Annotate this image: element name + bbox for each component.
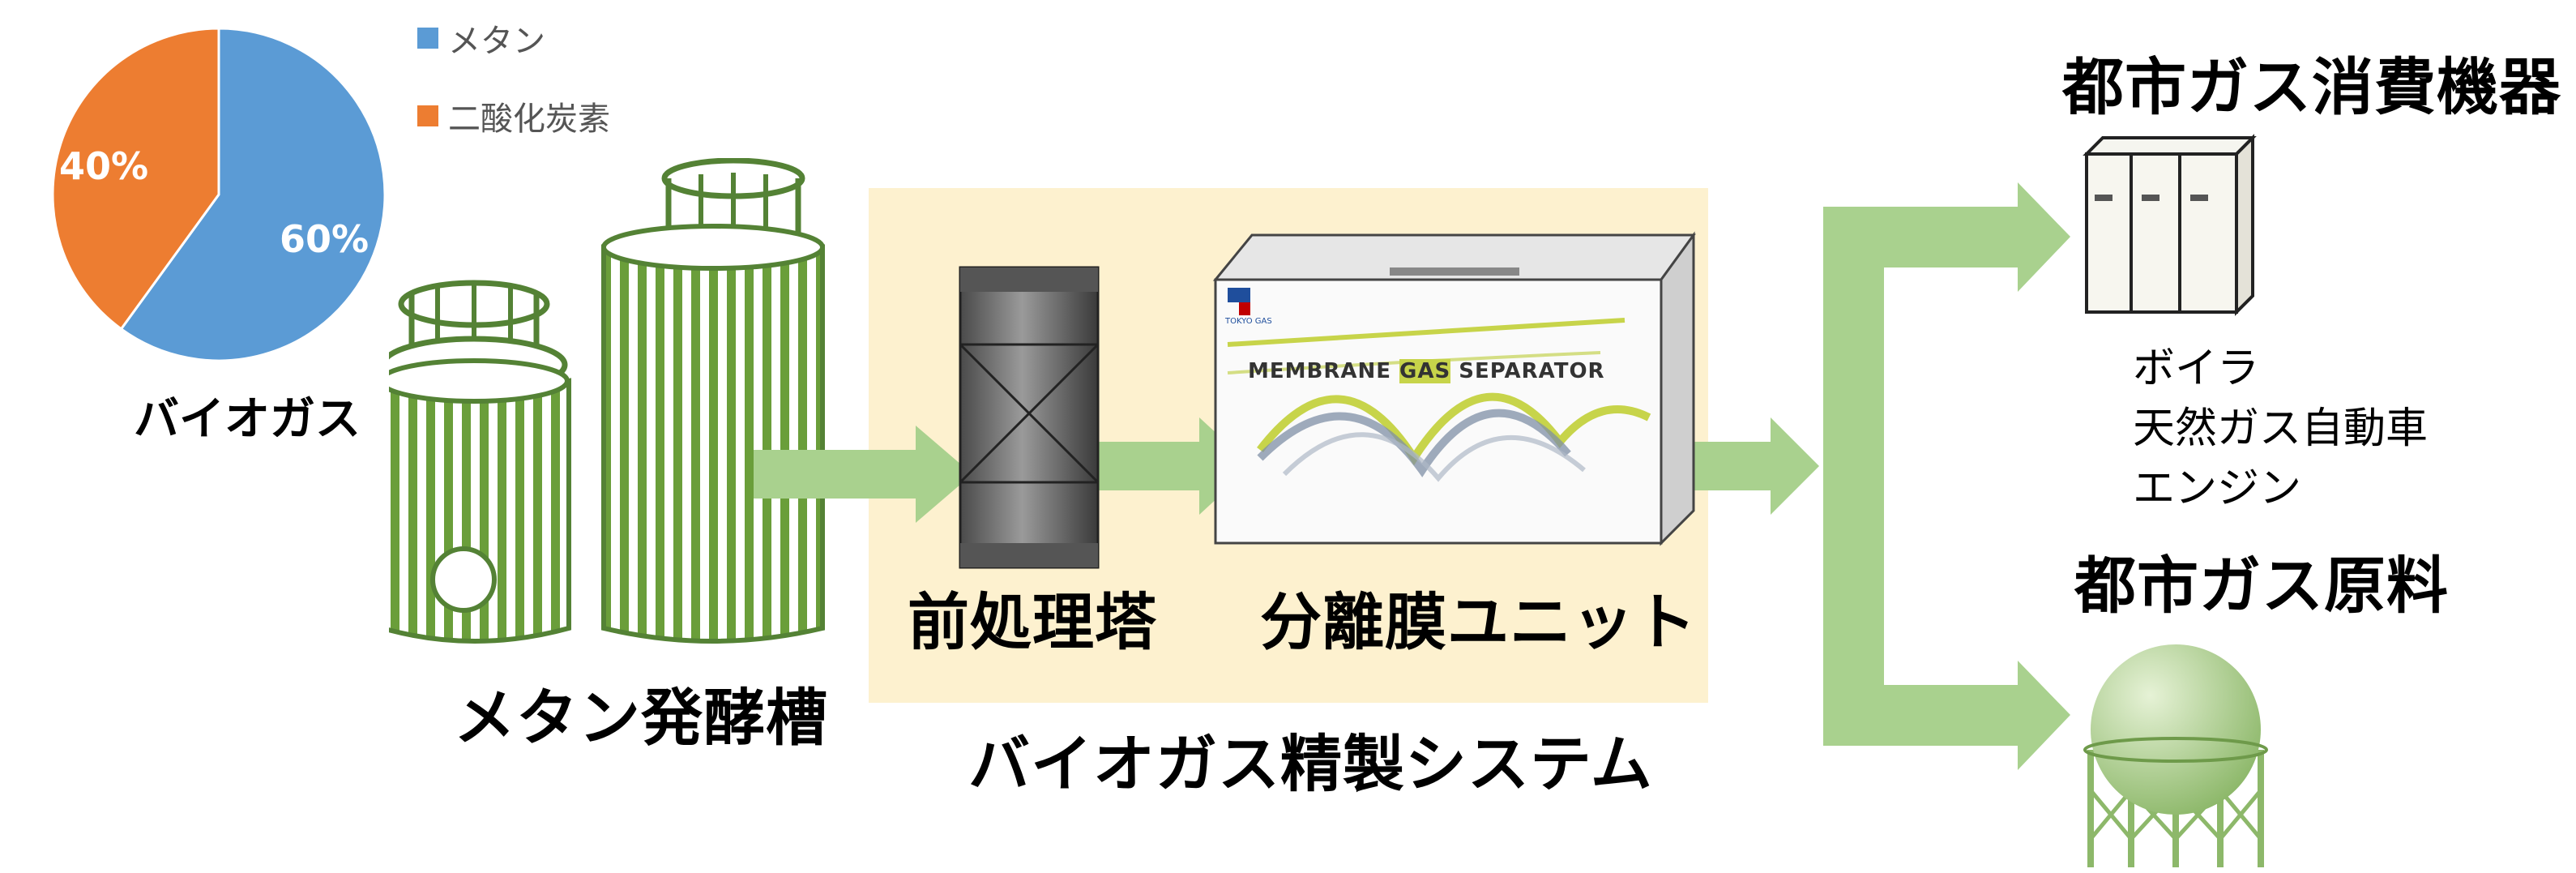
device-name-plate: MEMBRANE GAS SEPARATOR xyxy=(1248,359,1605,383)
arrow-pretreatment-to-separator xyxy=(1098,417,1252,515)
pie-label-methane: 60% xyxy=(280,217,370,261)
legend-swatch-co2 xyxy=(417,105,438,126)
refining-system-label: バイオガス精製システム xyxy=(968,728,1653,800)
legend-item-co2: 二酸化炭素 xyxy=(417,92,610,139)
appliance-list: ボイラ 天然ガス自動車 エンジン xyxy=(2133,339,2428,519)
legend-label-co2: 二酸化炭素 xyxy=(448,101,610,138)
small-tank-icon xyxy=(389,280,571,644)
pretreatment-tower-icon xyxy=(959,266,1100,569)
pie-label-co2: 40% xyxy=(59,144,149,188)
pie-slice-methane xyxy=(119,27,387,362)
tall-tank-icon xyxy=(601,158,825,644)
arrow-separator-to-outputs xyxy=(1694,417,1819,515)
device-text-gas: GAS xyxy=(1399,359,1451,383)
appliance-item-boiler: ボイラ xyxy=(2133,344,2260,393)
city-gas-appliances-title: 都市ガス消費機器 xyxy=(2062,51,2561,123)
methane-fermentation-tanks xyxy=(389,158,825,644)
pie-slice-co2 xyxy=(51,27,220,331)
legend-label-methane: メタン xyxy=(448,23,545,60)
legend-swatch-methane xyxy=(417,28,438,49)
arrow-tank-to-pretreatment xyxy=(754,426,972,523)
arrow-branch xyxy=(1823,182,2070,770)
device-logo-text: TOKYO GAS xyxy=(1225,317,1272,326)
biogas-label: バイオガス xyxy=(134,393,361,446)
biogas-pie-chart xyxy=(51,27,387,362)
pretreatment-tower-label: 前処理塔 xyxy=(908,586,1157,658)
appliance-item-ngv: 天然ガス自動車 xyxy=(2133,404,2429,453)
appliance-item-engine: エンジン xyxy=(2133,464,2302,513)
device-text-separator: SEPARATOR xyxy=(1450,359,1605,383)
fermentation-tank-label: メタン発酵槽 xyxy=(454,682,828,754)
device-text-membrane: MEMBRANE xyxy=(1248,359,1400,383)
membrane-separator-unit-icon xyxy=(1212,231,1696,546)
city-gas-feedstock-title: 都市ガス原料 xyxy=(2074,550,2449,622)
spherical-gas-holder-icon xyxy=(2083,644,2268,867)
legend-item-methane: メタン xyxy=(417,15,545,62)
separator-unit-label: 分離膜ユニット xyxy=(1260,586,1697,658)
appliance-cabinet-icon xyxy=(2083,134,2257,316)
